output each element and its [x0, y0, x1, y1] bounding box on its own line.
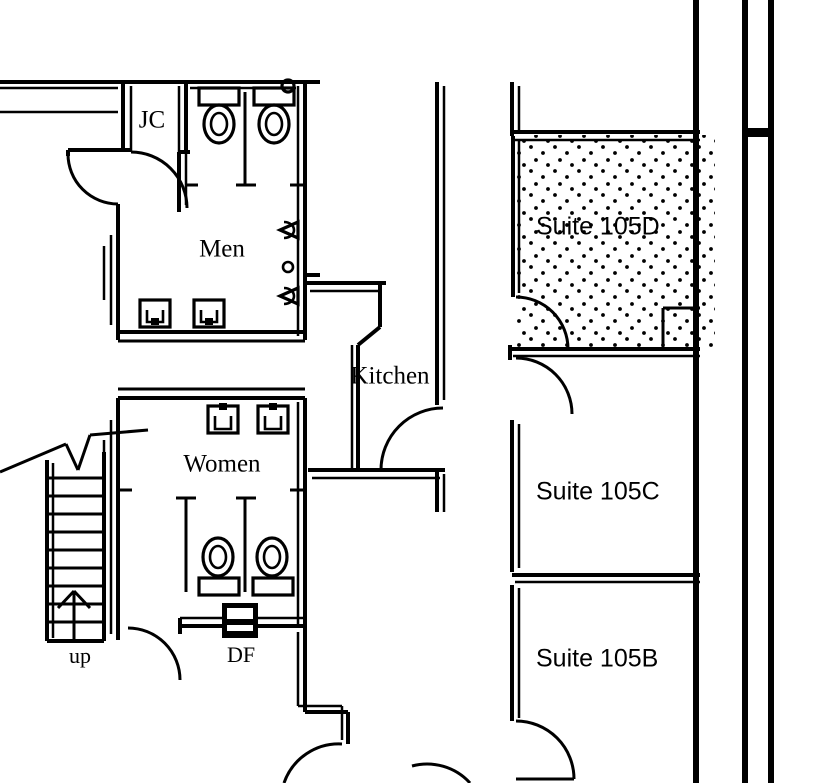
mens-water-closet-2: [252, 86, 296, 145]
womens-water-closet-1: [197, 536, 241, 597]
mens-wall-hook-icon: [280, 78, 296, 94]
kitchen-walls: [305, 82, 446, 512]
mens-water-closet-1: [197, 86, 241, 145]
stair-up-label: up: [69, 643, 91, 668]
jc-door-swing: [130, 150, 189, 209]
drinking-fountain-fixture: [222, 603, 258, 638]
suite-105d-door-swing: [515, 295, 570, 350]
mens-toilet-partitions: [184, 82, 303, 187]
drinking-fountain-label: DF: [227, 642, 255, 667]
stair-run: [45, 452, 106, 643]
suite-105d-walls: [508, 82, 700, 360]
womens-lavatory-1: [206, 403, 240, 435]
restroom-chase-wall: [118, 330, 305, 400]
mens-floor-drain-icon: [281, 260, 295, 274]
suite-105c-walls: [510, 356, 700, 584]
lobby-lower-walls: [282, 626, 472, 783]
womens-door-swing: [127, 626, 182, 681]
room-label-suite-105c: Suite 105C: [536, 478, 660, 506]
room-label-men: Men: [199, 236, 245, 263]
womens-toilet-partitions: [176, 496, 256, 592]
room-label-jc: JC: [139, 107, 165, 134]
mens-urinal-1: [276, 219, 300, 241]
annotation-labels: up DF: [69, 642, 255, 668]
mens-lavatory-1: [138, 298, 172, 329]
womens-lavatory-2: [256, 403, 290, 435]
suite-105d-hatch-region: [515, 135, 715, 348]
kitchen-door-swing: [379, 406, 444, 471]
lobby-entry-walls: [66, 148, 131, 212]
corridor-wall-jamb: [745, 128, 772, 137]
room-label-suite-105b: Suite 105B: [536, 645, 658, 673]
womens-water-closet-2: [251, 536, 295, 597]
stair-break-line: [0, 428, 149, 474]
mens-urinal-2: [276, 285, 300, 307]
suite-105b-walls: [510, 585, 576, 781]
mens-lavatory-2: [192, 298, 226, 329]
room-label-women: Women: [183, 451, 261, 478]
room-labels: JC Men Women Kitchen Suite 105D Suite 10…: [139, 107, 660, 673]
room-label-kitchen: Kitchen: [350, 363, 430, 390]
stair-up-arrow-icon: [56, 589, 92, 641]
room-label-suite-105d: Suite 105D: [536, 213, 660, 241]
